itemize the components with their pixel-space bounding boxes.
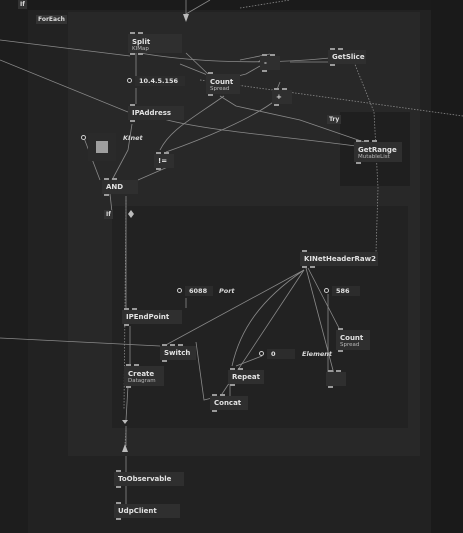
count-spread-title: Count [210, 78, 234, 86]
toobservable-title: ToObservable [118, 475, 172, 483]
getslice-title: GetSlice [332, 53, 365, 61]
split-node-title: Split [132, 38, 151, 46]
getrange-sub: MutableList [358, 154, 390, 160]
split-node[interactable]: Split KIMap [128, 32, 182, 55]
plus-node-title: + [276, 93, 282, 101]
foreach-region-label[interactable]: ForEach [36, 15, 67, 24]
kinet-toggle-pin-icon[interactable] [81, 135, 86, 140]
udpclient-title: UdpClient [118, 507, 157, 515]
not-equal-node[interactable]: != [154, 152, 174, 170]
udpclient-node[interactable]: UdpClient [114, 502, 180, 520]
kinet-label: KInet [123, 134, 143, 142]
repeat-node[interactable]: Repeat [228, 368, 264, 386]
and-title: AND [106, 183, 124, 191]
toobservable-node[interactable]: ToObservable [114, 470, 184, 488]
plus-node[interactable]: + [272, 88, 292, 106]
kinet-toggle-square-icon[interactable] [96, 141, 108, 153]
ipendpoint-title: IPEndPoint [126, 313, 170, 321]
minus-node-title: - [264, 59, 267, 67]
count-spread-sub: Spread [210, 86, 230, 92]
port-label: Port [219, 287, 235, 295]
repeat-title: Repeat [232, 373, 260, 381]
concat-title: Concat [214, 399, 242, 407]
count-spread-node[interactable]: Count Spread [206, 72, 240, 96]
getrange-title: GetRange [358, 146, 397, 154]
try-region-label[interactable]: Try [327, 115, 342, 124]
element-value-box[interactable]: 0 [267, 349, 295, 359]
ip-value-box[interactable]: 10.4.5.156 [135, 76, 185, 86]
ipendpoint-node[interactable]: IPEndPoint [122, 308, 182, 326]
right-panel [431, 0, 463, 533]
create-datagram-sub: Datagram [128, 378, 156, 384]
concat-node[interactable]: Concat [210, 394, 248, 412]
getslice-node[interactable]: GetSlice [328, 48, 366, 66]
ip-pin-icon[interactable] [127, 78, 132, 83]
switch-title: Switch [164, 349, 191, 357]
count-spread-2-title: Count [340, 334, 364, 342]
count-spread-2-node[interactable]: Count Spread [336, 328, 370, 352]
ipaddress-title: IPAddress [132, 109, 172, 117]
split-node-sub: KIMap [132, 46, 149, 52]
small-join-node[interactable] [326, 370, 346, 388]
left-panel [0, 0, 28, 533]
if-badge[interactable]: If [18, 0, 27, 9]
port-value-box[interactable]: 6088 [185, 286, 213, 296]
and-node[interactable]: AND [102, 178, 138, 196]
element-pin-icon[interactable] [259, 351, 264, 356]
if-region-label[interactable]: If [104, 210, 113, 219]
minus-node[interactable]: - [260, 54, 280, 72]
create-datagram-node[interactable]: Create Datagram [124, 364, 164, 388]
ipaddress-node[interactable]: IPAddress [128, 104, 184, 122]
not-equal-title: != [158, 157, 168, 165]
size-value-box[interactable]: 586 [332, 286, 360, 296]
count-spread-2-sub: Spread [340, 342, 360, 348]
switch-node[interactable]: Switch [160, 344, 196, 362]
create-datagram-title: Create [128, 370, 155, 378]
kinet-header-title: KINetHeaderRaw2 [304, 255, 376, 263]
kinet-header-node[interactable]: KINetHeaderRaw2 [300, 250, 378, 268]
getrange-node[interactable]: GetRange MutableList [354, 140, 402, 164]
element-label: Element [302, 350, 332, 358]
size-pin-icon[interactable] [324, 288, 329, 293]
port-pin-icon[interactable] [177, 288, 182, 293]
